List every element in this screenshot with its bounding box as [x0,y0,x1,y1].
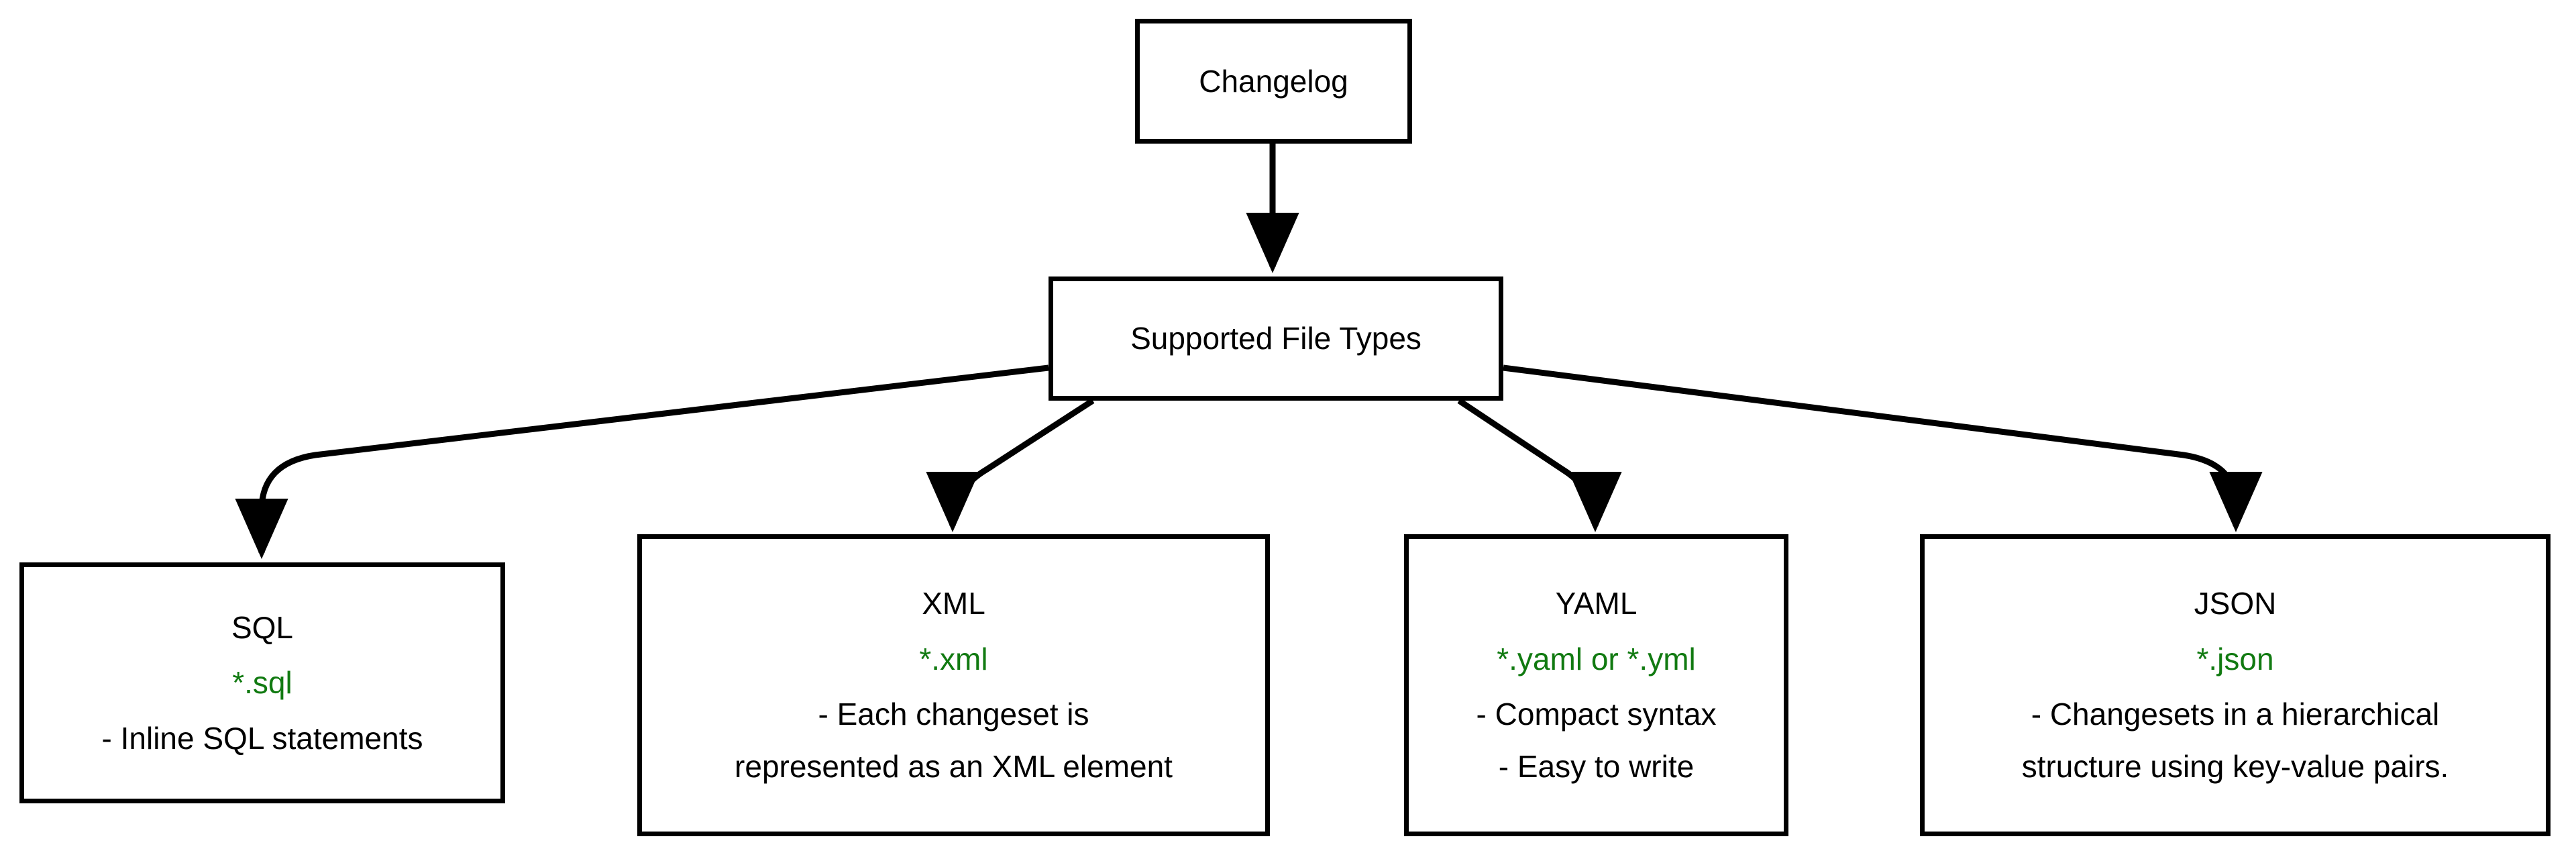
node-sql-title: SQL [231,610,294,646]
node-xml-description-line: represented as an XML element [735,749,1173,785]
edge-supported-file-types-to-xml [926,398,1095,532]
node-xml-title: XML [922,586,985,621]
node-sql-description-line: - Inline SQL statements [101,720,423,756]
node-yaml-extension: *.yaml or *.yml [1497,641,1696,676]
node-yaml-title: YAML [1555,586,1638,621]
node-yaml-description-line: - Easy to write [1498,749,1695,785]
node-json-description-line: structure using key-value pairs. [2021,749,2449,785]
node-json-description-line: - Changesets in a hierarchical [2031,697,2440,732]
node-supported-file-types[interactable]: Supported File Types [1049,277,1503,401]
node-xml-description-line: - Each changeset is [818,697,1089,732]
node-sql-extension: *.sql [232,665,292,701]
edge-supported-file-types-to-sql [235,364,1049,559]
node-json-extension: *.json [2196,641,2274,676]
edge-supported-file-types-to-yaml [1457,398,1622,532]
node-yaml-description-line: - Compact syntax [1476,697,1717,732]
node-sql[interactable]: SQL *.sql - Inline SQL statements [19,562,505,803]
edge-supported-file-types-to-json [1503,364,2263,532]
node-supported-file-types-title: Supported File Types [1130,321,1421,356]
node-json-title: JSON [2194,586,2277,621]
node-xml[interactable]: XML *.xml - Each changeset is represente… [637,534,1270,836]
node-xml-extension: *.xml [919,641,988,676]
node-changelog[interactable]: Changelog [1135,19,1412,144]
node-yaml[interactable]: YAML *.yaml or *.yml - Compact syntax - … [1404,534,1788,836]
node-json[interactable]: JSON *.json - Changesets in a hierarchic… [1920,534,2551,836]
node-changelog-title: Changelog [1199,63,1348,99]
